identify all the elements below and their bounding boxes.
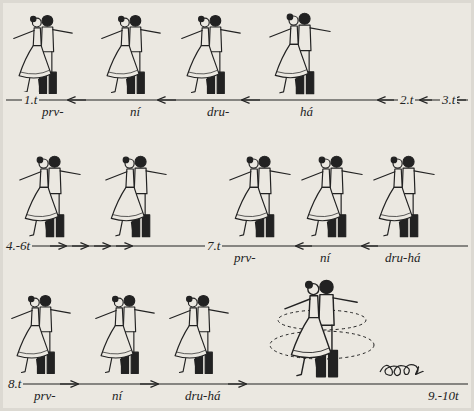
- step-label: prv-: [232, 250, 258, 265]
- step-label: 7.t: [205, 238, 222, 253]
- step-label: ní: [318, 250, 332, 265]
- step-label: há: [298, 104, 315, 119]
- step-label: prv-: [40, 104, 66, 119]
- step-label: 8.t: [6, 376, 23, 391]
- step-label: dru-: [205, 104, 231, 119]
- step-label: 4.-6t: [4, 238, 32, 253]
- step-label: prv-: [32, 388, 58, 403]
- step-label: 3.t: [440, 92, 457, 107]
- step-label: dru-há: [183, 388, 222, 403]
- step-label: ní: [110, 388, 124, 403]
- step-label: ní: [128, 104, 142, 119]
- step-label: 2.t: [398, 92, 415, 107]
- step-label: 1.t: [22, 92, 39, 107]
- step-label: 9.-10t: [426, 388, 461, 403]
- step-label: dru-há: [383, 250, 422, 265]
